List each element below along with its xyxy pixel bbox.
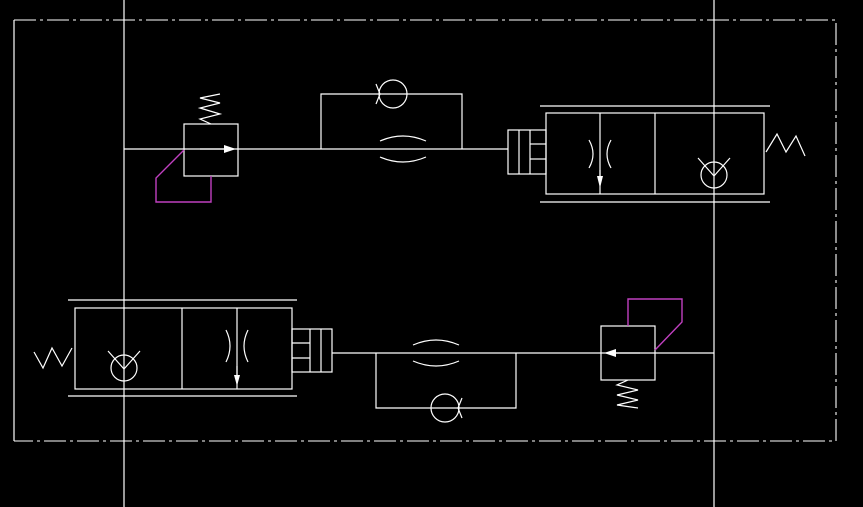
bottom-flow-arrow-icon: [234, 375, 240, 386]
top-check-throttle: [320, 79, 463, 163]
top-check-valve-icon: [378, 79, 408, 109]
top-spring-icon: [765, 132, 806, 157]
bottom-spring-icon: [33, 346, 73, 370]
bottom-check-throttle: [375, 339, 517, 423]
top-circuit: [124, 79, 806, 203]
bottom-proportional-valve: [33, 299, 297, 397]
bottom-relief-spring-icon: [615, 379, 639, 409]
top-relief-spring-icon: [197, 93, 223, 125]
bottom-cylinder: [291, 328, 333, 373]
top-orifice-icon: [588, 139, 612, 169]
top-proportional-valve: [540, 105, 806, 203]
frame: [13, 0, 837, 507]
top-throttle-icon: [379, 135, 427, 163]
top-pilot-line: [155, 149, 212, 203]
bottom-relief-arrow-icon: [604, 349, 616, 357]
top-relief-valve: [155, 93, 239, 203]
top-relief-arrow-icon: [224, 145, 236, 153]
bottom-throttle-icon: [412, 339, 460, 367]
bottom-inner-check-icon: [110, 354, 138, 382]
top-flow-arrow-icon: [597, 176, 603, 188]
bottom-pilot-line: [627, 298, 683, 351]
top-cylinder: [507, 129, 547, 175]
bottom-circuit: [33, 298, 714, 423]
bottom-orifice-icon: [225, 329, 249, 363]
top-inner-check-icon: [700, 161, 728, 189]
bottom-check-valve-icon: [430, 393, 460, 423]
bottom-relief-valve: [600, 298, 683, 409]
